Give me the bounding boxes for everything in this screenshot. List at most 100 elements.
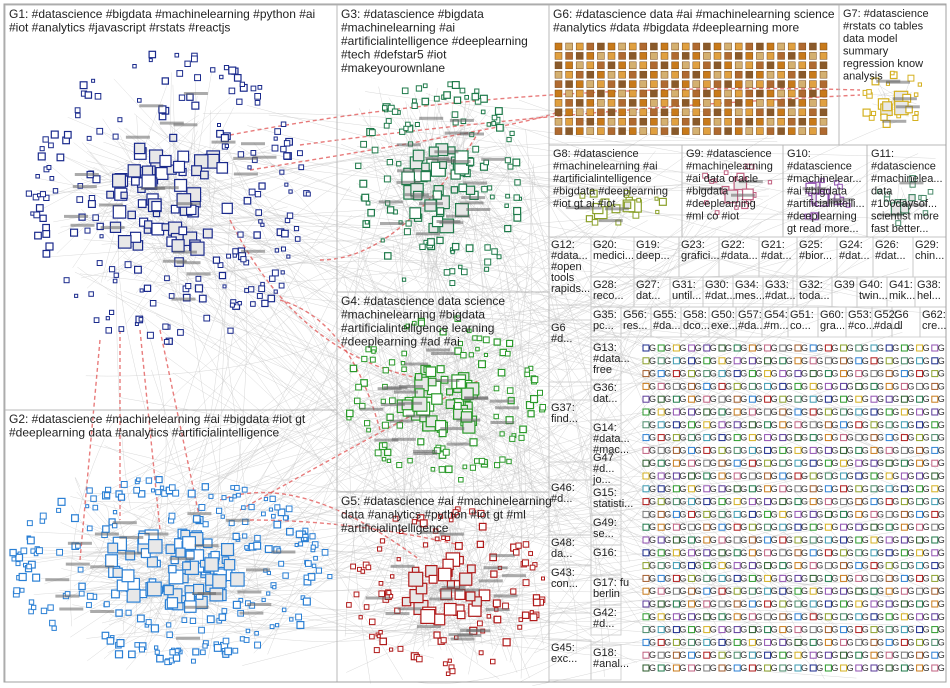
node <box>809 80 817 88</box>
node <box>202 643 208 649</box>
node <box>819 80 828 88</box>
node <box>840 408 848 416</box>
node <box>442 448 450 456</box>
edge <box>442 135 871 300</box>
edge <box>388 97 849 647</box>
edge <box>369 109 458 332</box>
node-label: G <box>755 663 762 673</box>
node <box>462 464 468 470</box>
node <box>657 536 665 544</box>
node <box>222 637 230 645</box>
node-label: G <box>649 343 656 353</box>
node <box>363 604 370 610</box>
node <box>192 648 200 656</box>
node <box>868 115 875 121</box>
node <box>703 80 711 88</box>
node-caption <box>162 259 187 263</box>
node <box>586 52 595 60</box>
node <box>809 421 817 429</box>
group-title-g11: fast better... <box>871 223 928 235</box>
node <box>766 80 775 88</box>
node <box>748 600 756 608</box>
node-label: G <box>679 484 686 494</box>
small-group-label-g48: da... <box>551 548 572 560</box>
group-title-g10: #deeplearning <box>787 211 857 223</box>
node <box>405 323 411 329</box>
node <box>764 613 772 621</box>
node <box>748 344 756 352</box>
node <box>745 61 754 70</box>
node <box>360 140 368 148</box>
node <box>809 395 817 403</box>
node-label: G <box>877 612 884 622</box>
node <box>931 408 939 416</box>
edge <box>215 163 233 605</box>
node <box>885 523 893 531</box>
node-caption <box>64 214 88 218</box>
group-title-g8: G8: #datascience <box>553 148 639 160</box>
node <box>733 382 741 390</box>
node-label: G <box>862 445 869 455</box>
small-group-label-g18: #anal... <box>593 658 629 670</box>
node-label: G <box>801 637 808 647</box>
node <box>657 638 665 646</box>
edge <box>91 444 489 577</box>
node <box>870 357 878 365</box>
small-group-label-g14: #mac... <box>593 444 629 456</box>
node <box>79 81 88 90</box>
node <box>408 571 424 587</box>
node <box>241 505 246 510</box>
edge <box>261 151 859 221</box>
node-label: G <box>847 522 854 532</box>
node <box>658 197 667 206</box>
node <box>671 99 679 107</box>
node-label: G <box>771 369 778 379</box>
small-group-label-g39: G39 <box>834 279 855 291</box>
node-label: G <box>664 484 671 494</box>
node <box>733 357 741 365</box>
small-group-label-g12: rapids... <box>551 283 590 295</box>
node <box>764 574 772 582</box>
node-caption <box>359 407 384 411</box>
small-group-label-g16: G16: <box>593 547 617 559</box>
node <box>639 127 648 135</box>
node <box>271 269 279 277</box>
node <box>40 607 48 615</box>
node-label: G <box>847 458 854 468</box>
node <box>779 382 787 390</box>
small-group-label-g32: toda... <box>799 290 830 302</box>
node <box>288 189 293 194</box>
edge <box>155 273 568 522</box>
node <box>244 545 249 550</box>
node <box>672 421 680 429</box>
node <box>671 117 679 126</box>
node <box>794 421 802 429</box>
node <box>94 93 102 100</box>
node <box>529 395 539 404</box>
node <box>794 344 802 352</box>
node <box>885 549 893 557</box>
node-label: G <box>695 407 702 417</box>
node <box>484 258 492 266</box>
node <box>840 382 848 390</box>
node <box>688 651 696 659</box>
small-group-label-g57: G57: <box>738 309 762 321</box>
node-label: G <box>877 561 884 571</box>
node-label: G <box>801 445 808 455</box>
node <box>15 561 21 567</box>
edge <box>249 519 461 546</box>
node <box>870 613 878 621</box>
node-label: G <box>786 407 793 417</box>
node <box>106 190 115 199</box>
edge <box>217 281 259 592</box>
small-group-label-g51: G51: <box>790 309 814 321</box>
node <box>900 395 908 403</box>
node <box>819 127 828 135</box>
node <box>916 523 924 531</box>
node <box>453 96 462 104</box>
edge <box>435 387 454 451</box>
node <box>855 446 863 454</box>
node-label: G <box>847 612 854 622</box>
node <box>657 549 665 557</box>
